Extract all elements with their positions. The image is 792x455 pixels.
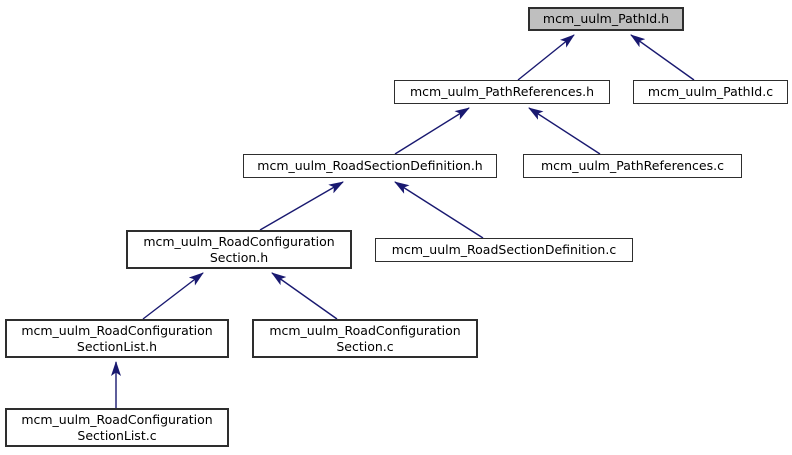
node-label: SectionList.h: [76, 338, 158, 354]
node-label: SectionList.c: [77, 427, 157, 443]
edge-roadconfigurationsection-c-to-roadconfigurationsection-h: [271, 272, 338, 320]
node-mcm_uulm_RoadConfigurationSectionList-h[interactable]: mcm_uulm_RoadConfiguration SectionList.h: [5, 319, 229, 358]
node-mcm_uulm_RoadSectionDefinition-c[interactable]: mcm_uulm_RoadSectionDefinition.c: [375, 238, 633, 262]
node-label: mcm_uulm_RoadSectionDefinition.c: [391, 242, 617, 257]
node-mcm_uulm_RoadConfigurationSectionList-c[interactable]: mcm_uulm_RoadConfiguration SectionList.c: [5, 408, 229, 447]
node-mcm_uulm_PathReferences-h[interactable]: mcm_uulm_PathReferences.h: [394, 80, 610, 104]
node-label: mcm_uulm_PathId.h: [542, 11, 670, 26]
node-mcm_uulm_PathReferences-c[interactable]: mcm_uulm_PathReferences.c: [523, 154, 742, 178]
node-label: Section.c: [336, 338, 394, 354]
node-label: mcm_uulm_RoadConfiguration: [269, 322, 461, 338]
edge-roadconfigurationsection-h-to-roadsectiondefinition-h: [259, 181, 344, 231]
edge-roadsectiondefinition-h-to-pathreferences-h: [394, 107, 470, 155]
node-label: mcm_uulm_PathReferences.c: [541, 158, 724, 173]
node-mcm_uulm_RoadConfigurationSection-h[interactable]: mcm_uulm_RoadConfiguration Section.h: [126, 230, 352, 269]
node-label: mcm_uulm_PathId.c: [647, 84, 774, 99]
node-label: mcm_uulm_RoadConfiguration: [21, 322, 213, 338]
node-label: mcm_uulm_RoadSectionDefinition.h: [257, 158, 483, 173]
edge-pathreferences-h-to-pathid-h: [517, 34, 575, 81]
edge-roadconfigurationsectionlist-h-to-roadconfigurationsection-h: [142, 272, 204, 320]
node-label: mcm_uulm_RoadConfiguration: [21, 411, 213, 427]
node-label: mcm_uulm_PathReferences.h: [409, 84, 595, 99]
node-label: Section.h: [209, 249, 269, 265]
node-mcm_uulm_RoadConfigurationSection-c[interactable]: mcm_uulm_RoadConfiguration Section.c: [252, 319, 478, 358]
edge-roadsectiondefinition-c-to-roadsectiondefinition-h: [394, 181, 484, 239]
node-mcm_uulm_PathId-c[interactable]: mcm_uulm_PathId.c: [633, 80, 788, 104]
edge-pathid-c-to-pathid-h: [630, 34, 695, 81]
node-mcm_uulm_PathId-h: mcm_uulm_PathId.h: [528, 7, 684, 31]
edge-pathreferences-c-to-pathreferences-h: [528, 107, 601, 155]
node-label: mcm_uulm_RoadConfiguration: [143, 233, 335, 249]
node-mcm_uulm_RoadSectionDefinition-h[interactable]: mcm_uulm_RoadSectionDefinition.h: [243, 154, 497, 178]
